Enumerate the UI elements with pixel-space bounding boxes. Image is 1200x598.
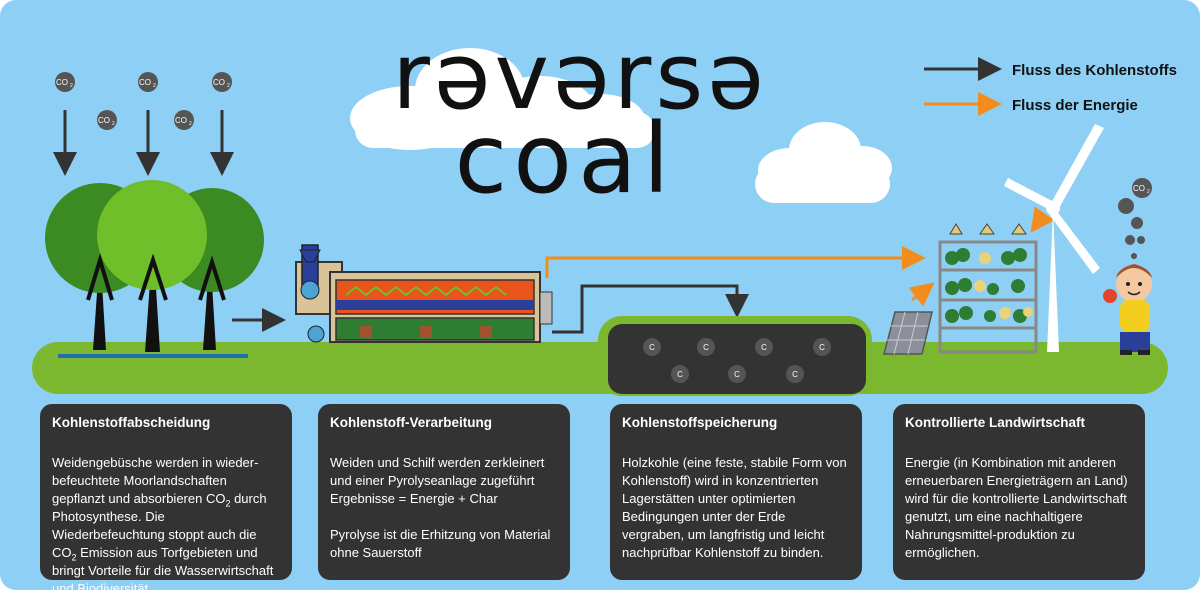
info-box-capture: Kohlenstoffabscheidung Weidengebüsche we… — [40, 404, 292, 596]
info-box-processing: Kohlenstoff-Verarbeitung Weiden und Schi… — [318, 404, 570, 580]
co2-molecule-icon: CO 2 — [97, 110, 117, 130]
person-icon: CO 2 — [1103, 178, 1152, 355]
co2-sub: 2 — [70, 83, 73, 89]
info-box-text: Pyrolyse ist die Erhitzung von Material … — [330, 527, 551, 560]
carbon-atom-icon: C — [697, 338, 715, 356]
co2-label: CO — [56, 78, 68, 87]
co2-sub: 2 — [153, 83, 156, 89]
carbon-label: C — [734, 370, 740, 379]
info-box-title: Kohlenstoff-Verarbeitung — [330, 415, 493, 430]
co2-molecule-icon: CO 2 — [138, 72, 158, 92]
cloud-small-icon — [755, 122, 892, 203]
co2-sub: 2 — [227, 83, 230, 89]
carbon-atom-icon: C — [643, 338, 661, 356]
co2-sub: 2 — [189, 121, 192, 127]
info-box-title: Kohlenstoffspeicherung — [622, 415, 778, 430]
energy-arrow-to-farm — [545, 246, 926, 278]
carbon-label: C — [761, 343, 767, 352]
willow-trees-icon — [45, 180, 264, 352]
vertical-farm-icon — [938, 223, 1038, 354]
energy-arrow-to-lights — [1030, 206, 1055, 233]
co2-inflow: CO 2 CO 2 CO 2 CO 2 CO 2 — [53, 72, 234, 176]
carbon-label: C — [677, 370, 683, 379]
pyrolysis-plant-icon — [295, 244, 553, 343]
carbon-atom-icon: C — [728, 365, 746, 383]
co2-molecule-icon: CO 2 — [212, 72, 232, 92]
info-box-agriculture: Kontrollierte Landwirtschaft Energie (in… — [893, 404, 1145, 580]
co2-label: CO — [98, 116, 110, 125]
co2-label: CO — [213, 78, 225, 87]
carbon-atom-icon: C — [671, 365, 689, 383]
co2-label: CO — [1133, 184, 1145, 193]
cloud-large-icon — [350, 48, 655, 150]
carbon-label: C — [819, 343, 825, 352]
logo-line-2: coal — [454, 103, 675, 215]
carbon-label: C — [703, 343, 709, 352]
carbon-atom-icon: C — [813, 338, 831, 356]
carbon-storage-icon: C C C C C C C — [598, 316, 872, 396]
info-box-text: Energie (in Kombination mit anderen erne… — [905, 455, 1128, 560]
wind-turbine-icon — [1004, 124, 1104, 352]
co2-molecule-icon: CO 2 — [174, 110, 194, 130]
info-box-text: Weidengebüsche werden in wieder-befeucht… — [52, 455, 274, 596]
solar-panel-icon — [883, 311, 933, 355]
carbon-atom-icon: C — [755, 338, 773, 356]
carbon-atom-icon: C — [786, 365, 804, 383]
info-box-title: Kontrollierte Landwirtschaft — [905, 415, 1086, 430]
co2-sub: 2 — [112, 121, 115, 127]
info-box-text: Holzkohle (eine feste, stabile Form von … — [622, 455, 847, 560]
co2-molecule-icon: CO 2 — [55, 72, 75, 92]
logo-line-1: rəvərsə — [392, 23, 768, 130]
info-box-text: Weiden und Schilf werden zerkleinert und… — [330, 455, 545, 506]
energy-arrow-from-solar — [908, 282, 935, 307]
co2-sub: 2 — [1147, 189, 1150, 195]
carbon-label: C — [649, 343, 655, 352]
info-box-title: Kohlenstoffabscheidung — [52, 415, 211, 430]
legend-carbon-label: Fluss des Kohlenstoffs — [1012, 62, 1177, 79]
co2-label: CO — [139, 78, 151, 87]
info-box-storage: Kohlenstoffspeicherung Holzkohle (eine f… — [610, 404, 862, 580]
legend: Fluss des Kohlenstoffs Fluss der Energie — [924, 57, 1177, 116]
carbon-arrow-to-storage — [552, 284, 749, 334]
co2-label: CO — [175, 116, 187, 125]
carbon-label: C — [792, 370, 798, 379]
legend-energy-label: Fluss der Energie — [1012, 97, 1138, 114]
